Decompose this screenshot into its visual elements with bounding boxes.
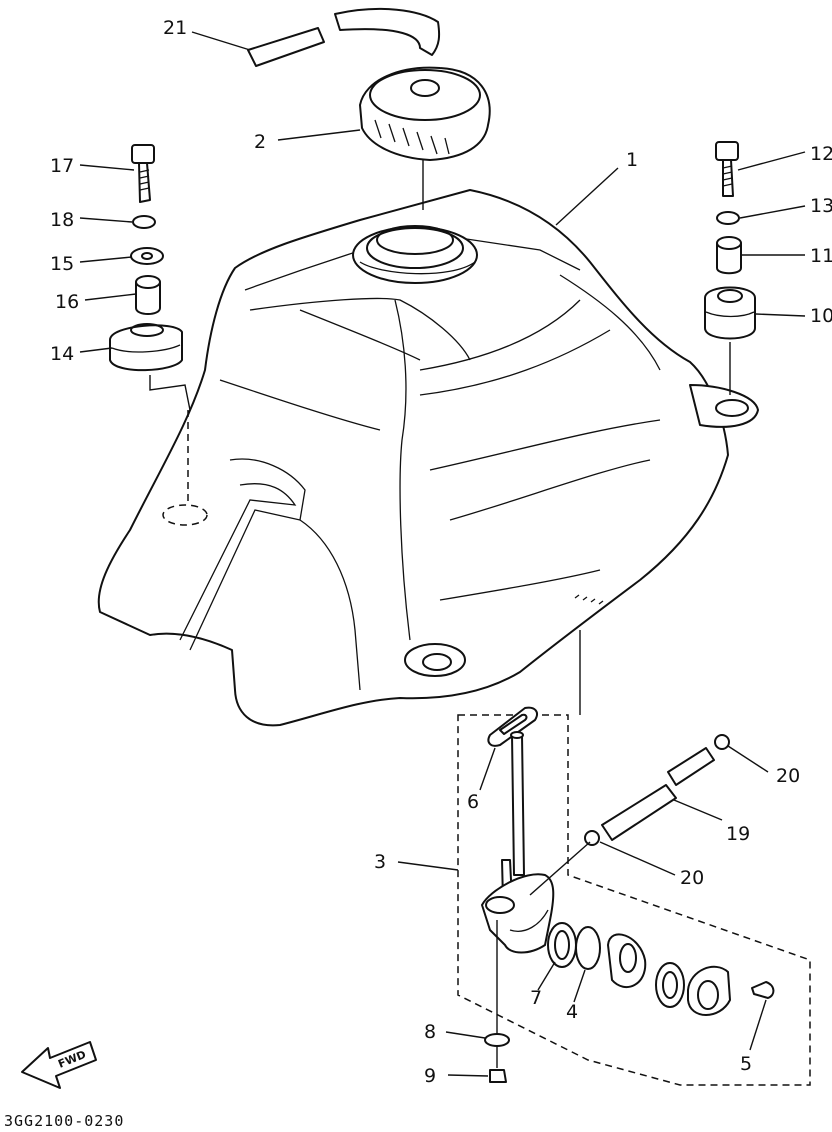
callout-1: 1 xyxy=(626,149,638,171)
callout-2: 2 xyxy=(254,131,266,153)
callout-19: 19 xyxy=(726,823,750,845)
left-mount-hardware xyxy=(109,144,191,505)
reference-code: 3GG2100-0230 xyxy=(4,1112,124,1130)
callout-14: 14 xyxy=(50,343,74,365)
callout-13: 13 xyxy=(810,195,832,217)
callout-16: 16 xyxy=(55,291,79,313)
fuel-cap xyxy=(359,66,491,210)
callout-6: 6 xyxy=(467,791,479,813)
callout-labels: 21 2 1 17 18 15 16 14 12 13 11 10 3 6 7 … xyxy=(50,17,832,1087)
breather-hose xyxy=(247,7,441,67)
callout-3: 3 xyxy=(374,851,386,873)
callout-7: 7 xyxy=(530,987,542,1009)
forward-arrow-icon: FWD xyxy=(21,1041,97,1089)
callout-8: 8 xyxy=(424,1021,436,1043)
callout-12: 12 xyxy=(810,143,832,165)
callout-11: 11 xyxy=(810,245,832,267)
callout-21: 21 xyxy=(163,17,187,39)
callout-10: 10 xyxy=(810,305,832,327)
callout-18: 18 xyxy=(50,209,74,231)
callout-20-upper: 20 xyxy=(776,765,800,787)
leader-lines xyxy=(79,31,806,1077)
callout-4: 4 xyxy=(566,1001,578,1023)
fuel-hose xyxy=(529,734,730,896)
callout-17: 17 xyxy=(50,155,74,177)
callout-20-lower: 20 xyxy=(680,867,704,889)
callout-5: 5 xyxy=(740,1053,752,1075)
callout-15: 15 xyxy=(50,253,74,275)
callout-9: 9 xyxy=(424,1065,436,1087)
fuel-tank xyxy=(97,189,759,727)
right-mount-hardware xyxy=(704,141,756,395)
fuel-cock-assembly xyxy=(457,630,811,1086)
